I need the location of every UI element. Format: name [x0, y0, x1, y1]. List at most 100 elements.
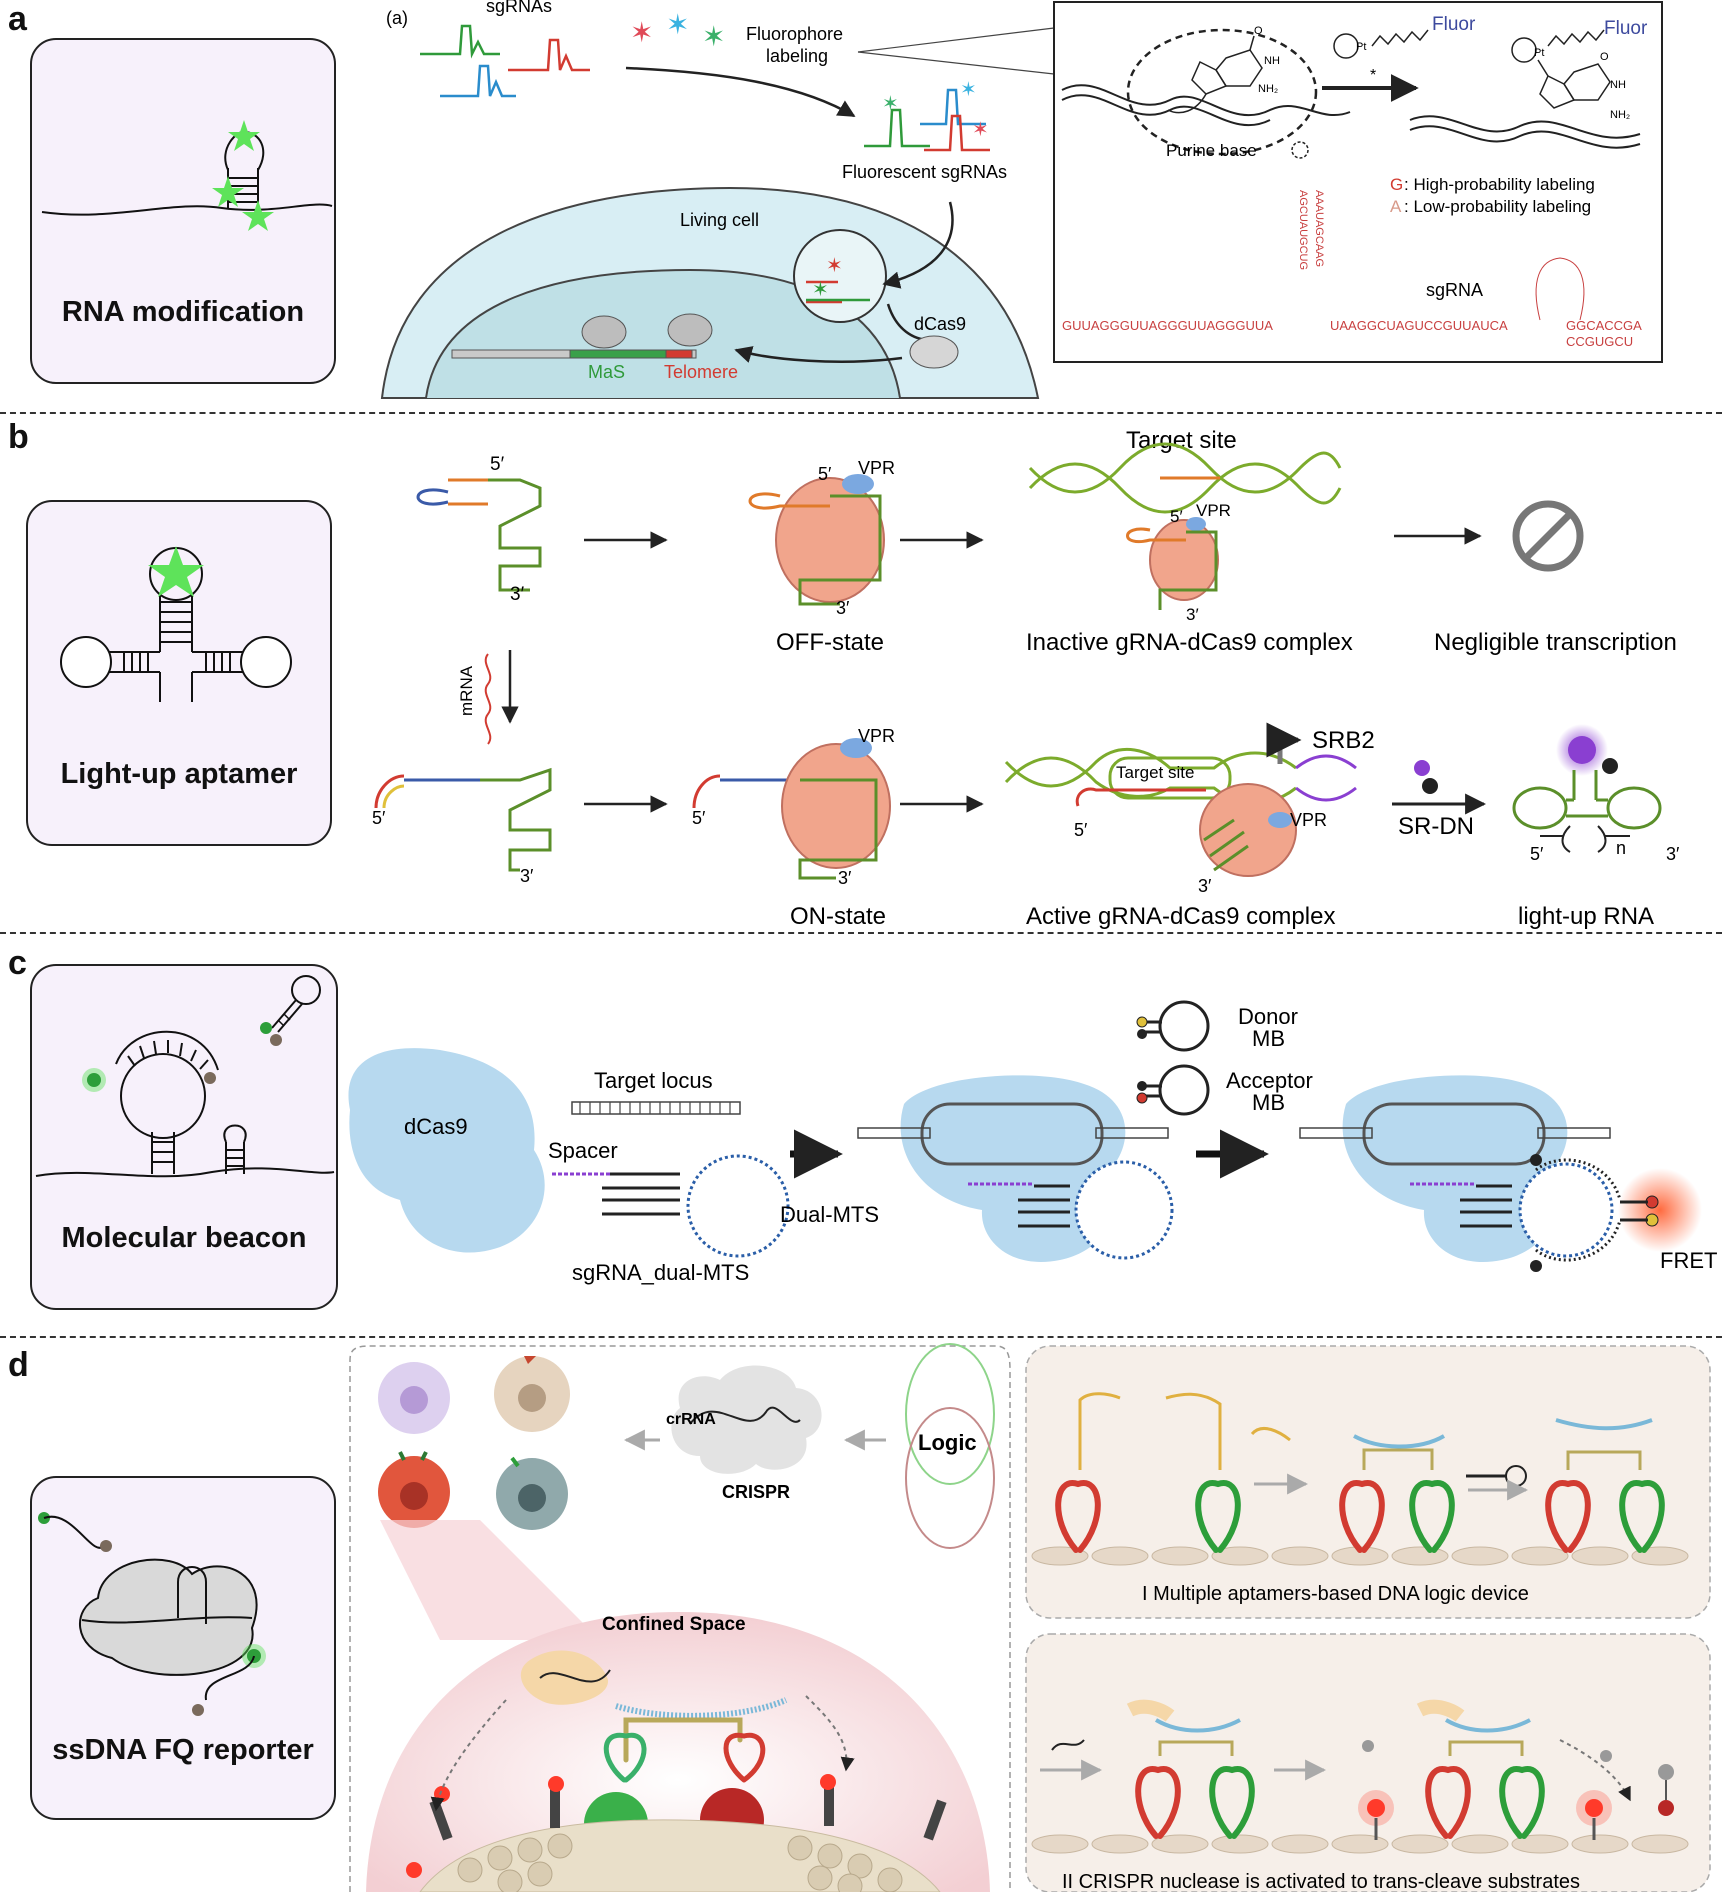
sgrna-dual-label: sgRNA_dual-MTS — [572, 1260, 749, 1285]
five-prime-label: 5′ — [372, 808, 386, 828]
inactive-complex-label: Inactive gRNA-dCas9 complex — [1026, 629, 1353, 656]
fluorophore-label-2: labeling — [766, 46, 828, 66]
three-prime-label: 3′ — [1198, 876, 1212, 896]
device-1-label: I Multiple aptamers-based DNA logic devi… — [1142, 1583, 1529, 1605]
fluorophore-label-1: Fluorophore — [746, 24, 843, 44]
separator-cd — [0, 1336, 1722, 1338]
dcas9-label: dCas9 — [404, 1114, 468, 1139]
svg-text:✶: ✶ — [960, 79, 977, 101]
light-up-rna-label: light-up RNA — [1518, 903, 1654, 930]
seq-right: GGCACCGA — [1566, 318, 1642, 333]
mrna-label: mRNA — [457, 665, 476, 716]
target-locus-label: Target locus — [594, 1068, 713, 1093]
panel-b-diagram: 5′ 3′ 5′ VPR 3′ OFF-state Target site 5′… — [372, 427, 1680, 930]
prohibited-icon — [1512, 500, 1584, 572]
acceptor-label-1: Acceptor — [1226, 1068, 1313, 1093]
side-label-light-up-aptamer: Light-up aptamer — [60, 758, 298, 790]
svg-text:✶: ✶ — [812, 279, 829, 301]
crispr-label: CRISPR — [722, 1482, 790, 1502]
ssdna-fq-reporter-icon — [38, 1512, 266, 1716]
svg-text:AAAUAGCAAG: AAAUAGCAAG — [1313, 190, 1325, 267]
green-star-icon — [228, 120, 260, 151]
panel-a-diagram: (a) sgRNAs ✶ ✶ ✶ Fluorophore labeling ✶ … — [380, 0, 1663, 399]
n-label: n — [1616, 838, 1626, 858]
panel-c-diagram: dCas9 Target locus Spacer Dual-MTS sgRNA… — [348, 1000, 1717, 1285]
vpr-label: VPR — [1290, 810, 1327, 830]
five-prime-label: 5′ — [1074, 820, 1088, 840]
five-prime-label: 5′ — [1170, 507, 1183, 526]
on-state-label: ON-state — [790, 903, 886, 930]
vpr-label: VPR — [1196, 501, 1231, 520]
five-prime-label: 5′ — [490, 454, 505, 475]
donor-label-1: Donor — [1238, 1004, 1298, 1029]
panel-letter-b: b — [8, 418, 29, 456]
svg-text:AGCUAUGCUG: AGCUAUGCUG — [1297, 190, 1309, 270]
svg-text:✶: ✶ — [826, 255, 843, 277]
panel-letter-d: d — [8, 1346, 29, 1384]
fret-label: FRET — [1660, 1248, 1717, 1273]
svg-text:*: * — [1370, 67, 1376, 84]
sub-label: (a) — [386, 8, 408, 28]
fluorescent-sgrna-icon — [864, 88, 990, 152]
sgrna-hairpin-icon — [416, 478, 542, 592]
logic-label: Logic — [918, 1430, 977, 1455]
living-cell-label: Living cell — [680, 210, 759, 230]
sgrna-set-icon — [420, 24, 590, 98]
svg-text:✶: ✶ — [702, 21, 725, 52]
confined-space-label: Confined Space — [602, 1614, 746, 1635]
svg-text:Pt: Pt — [1356, 41, 1366, 53]
vpr-label: VPR — [858, 458, 895, 478]
svg-text:O: O — [1254, 25, 1263, 37]
molecular-beacon-icon — [35, 975, 335, 1178]
svg-text:Pt: Pt — [1534, 47, 1544, 59]
acceptor-label-2: MB — [1252, 1090, 1285, 1115]
three-prime-label: 3′ — [1666, 844, 1680, 864]
panel-letter-a: a — [8, 0, 27, 38]
telomere-label: Telomere — [664, 362, 738, 382]
sr-dn-label: SR-DN — [1398, 813, 1474, 840]
svg-text:NH: NH — [1610, 79, 1626, 91]
three-prime-label: 3′ — [838, 868, 852, 888]
device-2-label: II CRISPR nuclease is activated to trans… — [1062, 1871, 1580, 1892]
green-star-icon — [212, 176, 244, 207]
five-prime-label: 5′ — [818, 464, 832, 484]
side-label-molecular-beacon: Molecular beacon — [61, 1222, 307, 1254]
five-prime-label: 5′ — [692, 808, 706, 828]
three-prime-label: 3′ — [836, 598, 850, 618]
panel-letter-c: c — [8, 944, 27, 982]
separator-ab — [0, 412, 1722, 414]
dual-mts-label: Dual-MTS — [780, 1202, 879, 1227]
vpr-label: VPR — [858, 726, 895, 746]
seq-left: GUUAGGGUUAGGGUUAGGGUUA — [1062, 318, 1273, 333]
side-box-light-up-aptamer: Light-up aptamer — [26, 500, 332, 846]
svg-text:NH₂: NH₂ — [1610, 109, 1630, 121]
side-label-ssdna-fq-reporter: ssDNA FQ reporter — [52, 1734, 314, 1766]
active-complex-label: Active gRNA-dCas9 complex — [1026, 903, 1335, 930]
panel-d-diagram: crRNA CRISPR Logic Confined Space — [349, 1343, 1711, 1892]
svg-text:✶: ✶ — [972, 119, 989, 141]
rna-modification-icon — [41, 120, 333, 231]
mas-label: MaS — [588, 362, 625, 382]
three-prime-label: 3′ — [1186, 605, 1199, 624]
separator-bc — [0, 932, 1722, 934]
svg-text:NH: NH — [1264, 55, 1280, 67]
g-note: : High-probability labeling — [1404, 175, 1595, 194]
green-star-icon — [148, 546, 204, 597]
off-state-label: OFF-state — [776, 629, 884, 656]
fluorescent-sgrnas-label: Fluorescent sgRNAs — [842, 162, 1007, 182]
sgrnas-label: sgRNAs — [486, 0, 552, 16]
donor-label-2: MB — [1252, 1026, 1285, 1051]
side-box-molecular-beacon: Molecular beacon — [30, 964, 338, 1310]
five-prime-label: 5′ — [1530, 844, 1544, 864]
seq-mid: UAAGGCUAGUCCGUUAUCA — [1330, 318, 1508, 333]
a-note: : Low-probability labeling — [1404, 197, 1591, 216]
side-label-rna-modification: RNA modification — [61, 296, 305, 328]
spacer-label: Spacer — [548, 1138, 618, 1163]
fluorophore-stars-icon: ✶ ✶ ✶ — [630, 9, 725, 52]
svg-text:NH₂: NH₂ — [1258, 83, 1278, 95]
guanine-structure-icon — [1167, 35, 1263, 114]
green-star-icon — [242, 200, 274, 231]
dcas9-label: dCas9 — [914, 314, 966, 334]
purine-base-label: Purine base — [1166, 141, 1257, 160]
